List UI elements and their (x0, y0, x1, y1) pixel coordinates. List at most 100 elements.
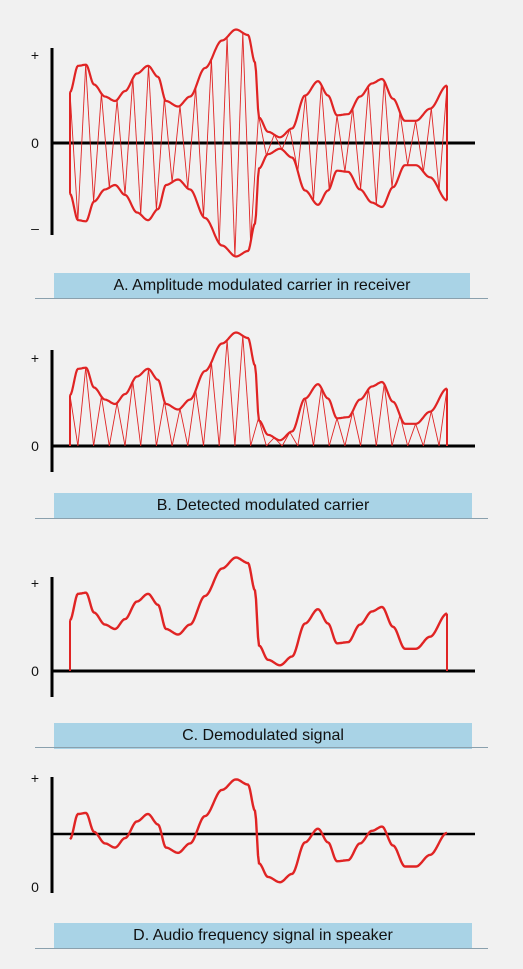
panel-b-zero-label: 0 (31, 438, 39, 454)
panel-a-carrier-line (422, 108, 432, 172)
panel-a-carrier-line (116, 99, 126, 195)
panel-b-carrier-line (100, 396, 110, 447)
panel-a-carrier-line (210, 59, 220, 244)
panel-a-carrier-line (93, 93, 102, 202)
panel-b-carrier-line (297, 398, 307, 447)
panel-b-carrier-line (250, 417, 259, 447)
panel-a-carrier-line (218, 37, 228, 244)
panel-b-carrier-line (242, 335, 252, 447)
panel-a-carrier-line (187, 87, 197, 189)
panel-a (50, 28, 475, 258)
panel-a-carrier-line (391, 112, 401, 188)
panel-a-carrier-line (85, 64, 95, 202)
panel-b-carrier-line (438, 388, 448, 447)
panel-a-carrier-line (77, 64, 87, 221)
panel-b-divider (35, 518, 488, 519)
panel-a-caption: A. Amplitude modulated carrier in receiv… (54, 273, 470, 299)
panel-a-carrier-line (383, 80, 393, 188)
panel-b-carrier-line (258, 417, 267, 447)
panel-a-carrier-line (108, 99, 118, 188)
panel-b-caption: B. Detected modulated carrier (54, 493, 472, 519)
panel-b-carrier-line (210, 362, 220, 447)
panel-b-carrier-line (289, 431, 299, 447)
panel-b-carrier-line (415, 423, 424, 447)
panel-c (50, 556, 475, 697)
panel-a-carrier-line (399, 112, 409, 166)
panel-b-carrier-line (360, 389, 369, 447)
panel-b-carrier-line (155, 400, 165, 447)
panel-a-carrier-line (265, 134, 275, 156)
panel-a-minus-label: – (31, 220, 39, 236)
panel-c-divider (35, 747, 488, 748)
panel-d-caption: D. Audio frequency signal in speaker (54, 923, 472, 949)
panel-a-carrier-line (313, 84, 322, 201)
panel-a-carrier-line (407, 120, 417, 166)
panel-a-carrier-line (179, 105, 189, 189)
panel-a-envelope-bottom (69, 147, 448, 258)
panel-a-carrier-line (100, 93, 110, 188)
panel-a-carrier-line (132, 78, 142, 215)
panel-a-carrier-line (336, 115, 346, 172)
panel-a-divider (35, 298, 488, 299)
panel-a-carrier-line (344, 108, 354, 172)
panel-a-carrier-line (203, 59, 212, 218)
panel-a-carrier-line (368, 86, 377, 205)
panel-b-carrier-line (383, 383, 393, 447)
panel-b-carrier-line (391, 415, 401, 447)
panel-a-carrier-line (69, 92, 79, 221)
panel-b-carrier-line (179, 408, 189, 447)
panel-a-carrier-line (281, 129, 291, 150)
panel-b-carrier-line (116, 402, 126, 447)
panel-b-carrier-line (171, 408, 181, 447)
panel-b-carrier-line (226, 340, 236, 447)
panel-b-carrier-line (85, 367, 95, 447)
panel-a-carrier-line (195, 87, 204, 218)
panel-a-carrier-line (375, 80, 385, 205)
panel-b-carrier-line (69, 395, 79, 447)
panel-c-caption: C. Demodulated signal (54, 723, 472, 749)
panel-a-carrier-line (430, 108, 440, 191)
panel-a-carrier-line (415, 120, 424, 172)
panel-b-carrier-line (430, 411, 440, 447)
panel-b-carrier-line (407, 423, 417, 447)
panel-b-carrier-line (163, 400, 173, 447)
panel-a-carrier-line (250, 115, 259, 243)
panel-b-carrier-line (344, 411, 354, 447)
panel-d (50, 777, 475, 893)
panel-d-plus-label: + (30, 770, 40, 786)
panel-b-carrier-line (368, 389, 377, 447)
panel-b-carrier-line (234, 335, 244, 447)
panel-a-carrier-line (360, 86, 369, 190)
panel-b-carrier-line (218, 340, 228, 447)
panel-b-carrier-line (203, 362, 212, 447)
panel-a-carrier-line (148, 65, 157, 211)
panel-b-carrier-line (352, 411, 362, 447)
panel-a-carrier-line (171, 105, 181, 183)
panel-a-carrier-line (305, 95, 314, 201)
panel-c-demodulated-signal (69, 556, 448, 667)
panel-a-carrier-line (297, 95, 307, 172)
panel-a-zero-label: 0 (31, 135, 39, 151)
panel-b-carrier-line (320, 387, 330, 447)
panel-a-carrier-line (242, 32, 252, 243)
panel-d-divider (35, 948, 488, 949)
panel-b-carrier-line (375, 383, 385, 447)
panel-b-carrier-line (140, 368, 149, 447)
panel-b-carrier-line (187, 390, 197, 447)
panel-a-carrier-line (320, 84, 330, 190)
panel-d-audio-signal (69, 778, 448, 884)
panel-a-carrier-lines (69, 32, 448, 257)
panel-b-carrier-line (93, 396, 102, 447)
panel-a-carrier-line (273, 134, 283, 150)
panel-a-carrier-line (438, 85, 448, 191)
panel-b-carrier-line (132, 381, 142, 447)
panel-a-carrier-line (140, 65, 149, 215)
panel-b-carrier-line (313, 387, 322, 447)
panel-a-carrier-line (234, 32, 244, 257)
panel-b-carrier-line (148, 368, 157, 447)
panel-a-envelope-top (69, 28, 448, 139)
panel-b-carrier-line (328, 418, 338, 447)
panel-a-carrier-line (155, 97, 165, 211)
panel-a-carrier-line (258, 115, 267, 156)
